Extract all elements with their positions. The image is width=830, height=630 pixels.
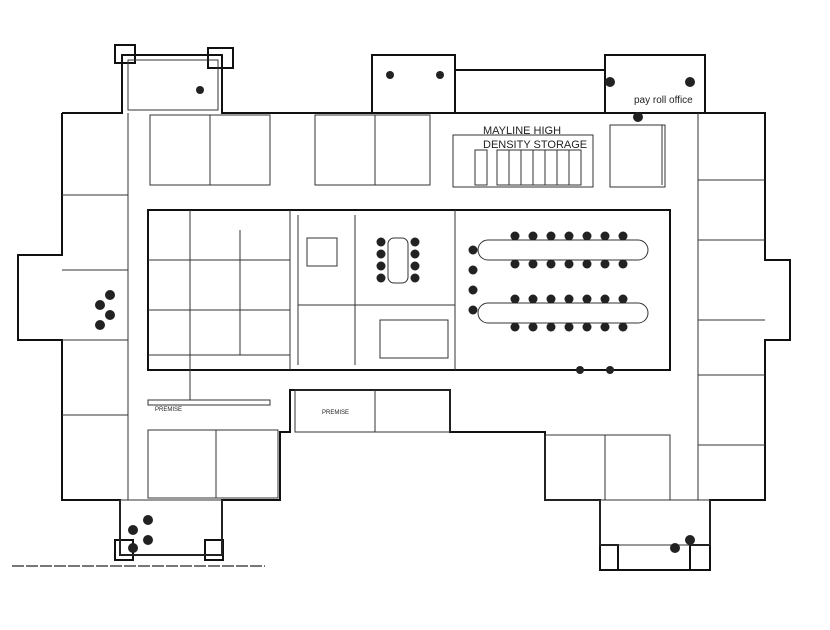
- chair-icon: [528, 231, 538, 241]
- premise-label-center: PREMISE: [322, 410, 349, 416]
- storage-shelving: [474, 124, 663, 186]
- chair-icon: [376, 237, 386, 247]
- meeting-table: [306, 237, 338, 267]
- chair-icon: [376, 273, 386, 283]
- chair-icon: [600, 322, 610, 332]
- chair-icon: [410, 273, 420, 283]
- chairs: [95, 71, 695, 553]
- chair-icon: [670, 543, 680, 553]
- chair-icon: [576, 366, 584, 374]
- chair-icon: [564, 322, 574, 332]
- chair-icon: [633, 112, 643, 122]
- chair-icon: [376, 261, 386, 271]
- chair-icon: [546, 231, 556, 241]
- chair-icon: [582, 231, 592, 241]
- chair-icon: [468, 305, 478, 315]
- chair-icon: [582, 322, 592, 332]
- chair-icon: [600, 294, 610, 304]
- chair-icon: [528, 259, 538, 269]
- chair-icon: [410, 249, 420, 259]
- chair-icon: [582, 294, 592, 304]
- chair-icon: [564, 259, 574, 269]
- chair-icon: [546, 322, 556, 332]
- kitchen-counter: [379, 319, 449, 359]
- chair-icon: [618, 231, 628, 241]
- chair-icon: [600, 259, 610, 269]
- chair-icon: [582, 259, 592, 269]
- chair-icon: [528, 322, 538, 332]
- chair-icon: [196, 86, 204, 94]
- chair-icon: [618, 259, 628, 269]
- storage-label-line2: DENSITY STORAGE: [483, 139, 587, 151]
- chair-icon: [128, 543, 138, 553]
- round-table: [387, 237, 409, 284]
- chair-icon: [685, 77, 695, 87]
- chair-icon: [546, 294, 556, 304]
- chair-icon: [143, 515, 153, 525]
- chair-icon: [510, 294, 520, 304]
- chair-icon: [510, 259, 520, 269]
- chair-icon: [618, 294, 628, 304]
- exterior-walls: [17, 44, 791, 571]
- chair-icon: [600, 231, 610, 241]
- chair-icon: [143, 535, 153, 545]
- chair-icon: [105, 310, 115, 320]
- chair-icon: [528, 294, 538, 304]
- chair-icon: [468, 265, 478, 275]
- chair-icon: [564, 231, 574, 241]
- chair-icon: [564, 294, 574, 304]
- chair-icon: [436, 71, 444, 79]
- chair-icon: [510, 322, 520, 332]
- storage-label-line1: MAYLINE HIGH: [483, 125, 561, 137]
- interior-walls: [62, 59, 765, 556]
- chair-icon: [95, 300, 105, 310]
- chair-icon: [468, 285, 478, 295]
- chair-icon: [105, 290, 115, 300]
- labels: MAYLINE HIGH DENSITY STORAGE pay roll of…: [155, 95, 693, 416]
- chair-icon: [386, 71, 394, 79]
- chair-icon: [618, 322, 628, 332]
- conference-table-top: [477, 239, 649, 261]
- chair-icon: [410, 237, 420, 247]
- chair-icon: [468, 245, 478, 255]
- chair-icon: [510, 231, 520, 241]
- chair-icon: [128, 525, 138, 535]
- chair-icon: [376, 249, 386, 259]
- chair-icon: [410, 261, 420, 271]
- chair-icon: [606, 366, 614, 374]
- chair-icon: [685, 535, 695, 545]
- premise-label-left: PREMISE: [155, 407, 182, 413]
- conference-table-bottom: [477, 302, 649, 324]
- chair-icon: [95, 320, 105, 330]
- chair-icon: [546, 259, 556, 269]
- chair-icon: [605, 77, 615, 87]
- payroll-office-label: pay roll office: [634, 95, 693, 106]
